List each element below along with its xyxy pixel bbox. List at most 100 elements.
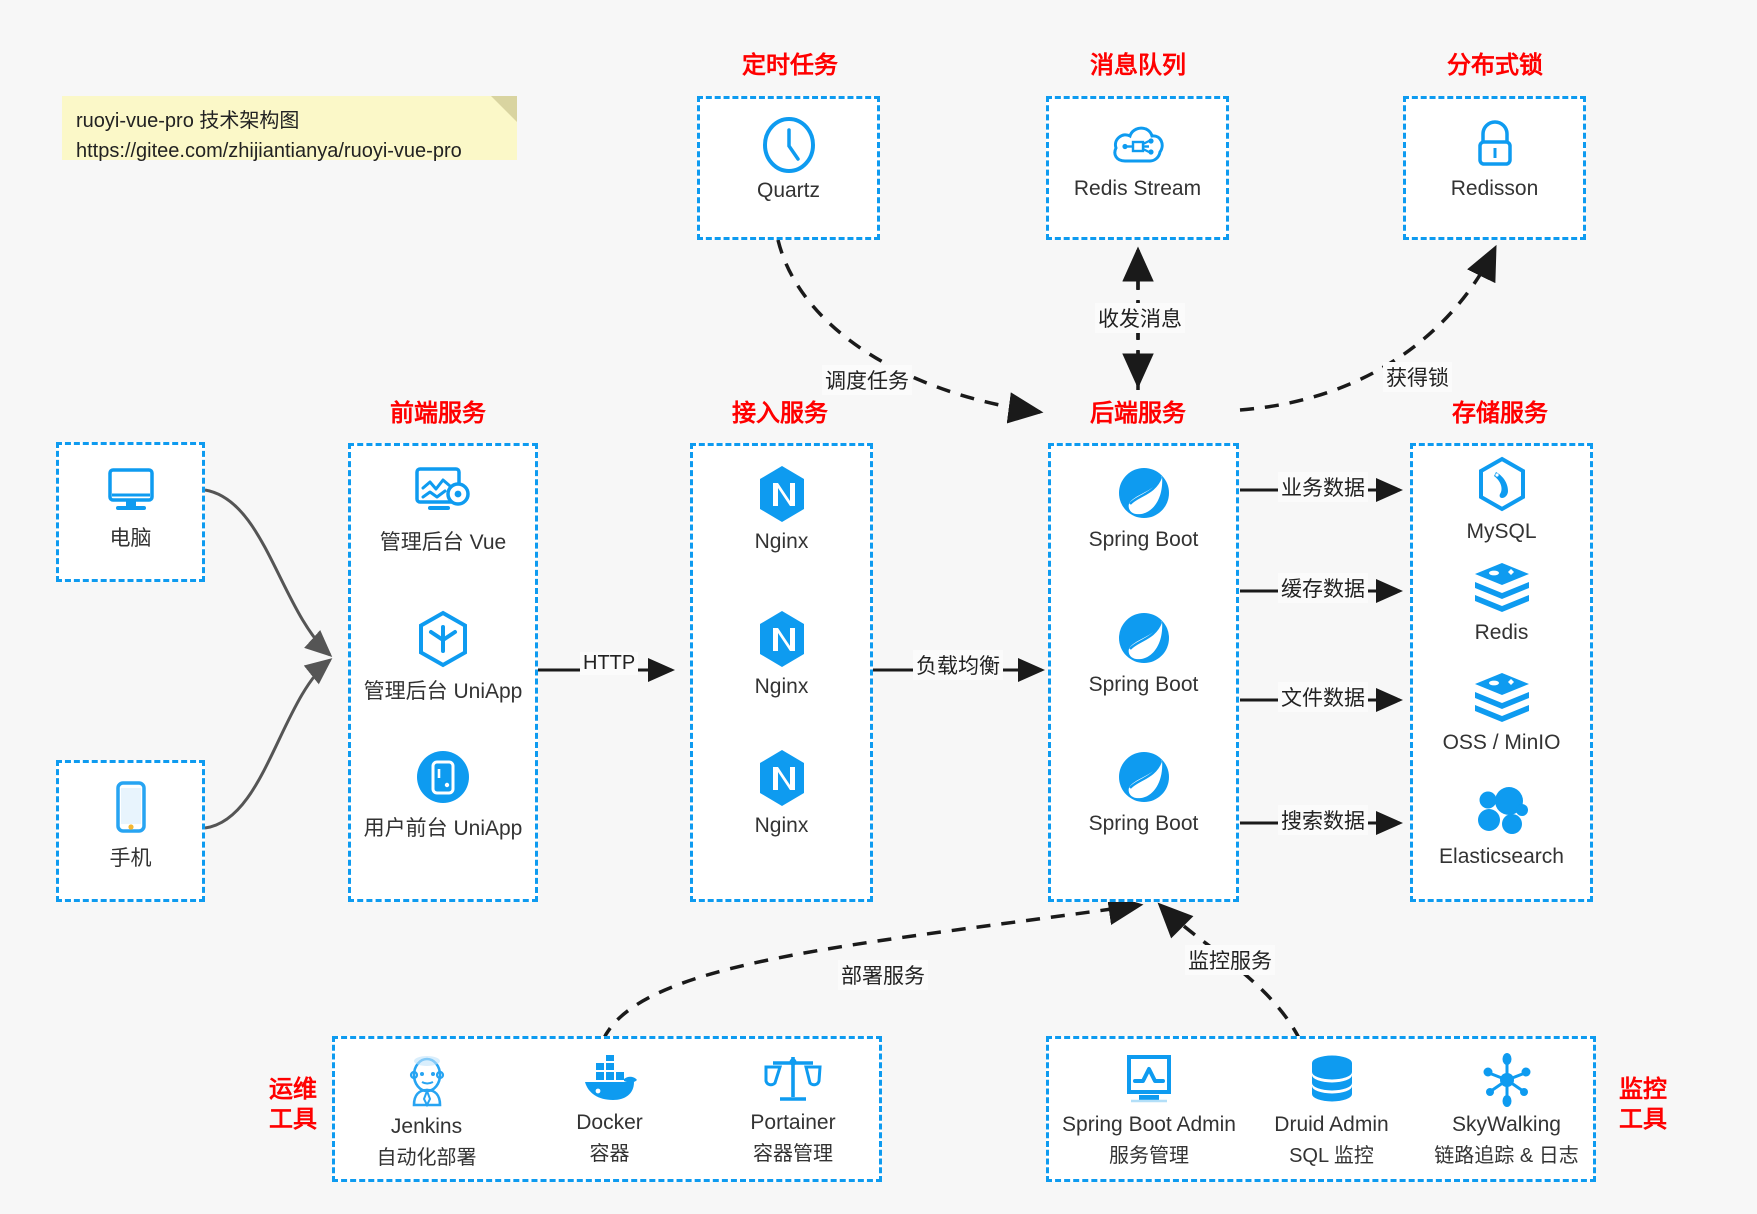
monitor-chart-icon bbox=[1127, 1055, 1171, 1103]
node-label-admin-vue: 管理后台 Vue bbox=[379, 531, 507, 554]
group-box-client-mobile: 手机 bbox=[56, 760, 205, 902]
spring-leaf-icon bbox=[1118, 752, 1169, 802]
node-nginx-1[interactable]: Nginx bbox=[693, 464, 870, 554]
node-skywalking[interactable]: SkyWalking 链路追踪 & 日志 bbox=[1414, 1053, 1599, 1169]
node-sublabel-spring-boot-admin: 服务管理 bbox=[1109, 1145, 1189, 1167]
node-label-pc: 电脑 bbox=[109, 527, 152, 550]
node-label-admin-uniapp: 管理后台 UniApp bbox=[363, 680, 523, 703]
node-label-redis-stream: Redis Stream bbox=[1073, 177, 1202, 200]
lock-icon bbox=[1477, 120, 1512, 166]
node-oss-minio[interactable]: OSS / MinIO bbox=[1413, 671, 1590, 755]
node-mysql[interactable]: MySQL bbox=[1413, 456, 1590, 544]
elasticsearch-icon bbox=[1477, 787, 1528, 834]
group-box-devops: Jenkins 自动化部署 Docker 容器 bbox=[332, 1036, 882, 1182]
node-label-redis: Redis bbox=[1474, 621, 1529, 644]
note-url: https://gitee.com/zhijiantianya/ruoyi-vu… bbox=[76, 140, 462, 162]
redis-stack-icon bbox=[1474, 563, 1529, 612]
node-nginx-2[interactable]: Nginx bbox=[693, 609, 870, 699]
node-druid-admin[interactable]: Druid Admin SQL 监控 bbox=[1249, 1053, 1414, 1169]
nginx-icon bbox=[759, 466, 804, 522]
node-label-spring-boot-1: Spring Boot bbox=[1088, 528, 1199, 551]
hexagon-cube-icon bbox=[419, 610, 467, 668]
group-title-devops: 运维 工具 bbox=[258, 1075, 328, 1135]
group-box-storage: MySQL Redis OSS / MinIO bbox=[1410, 443, 1593, 902]
node-admin-vue[interactable]: 管理后台 Vue bbox=[351, 464, 535, 556]
node-label-spring-boot-admin: Spring Boot Admin bbox=[1062, 1113, 1236, 1136]
node-label-mysql: MySQL bbox=[1466, 520, 1537, 543]
node-label-oss-minio: OSS / MinIO bbox=[1442, 731, 1561, 754]
node-sublabel-jenkins: 自动化部署 bbox=[376, 1147, 477, 1169]
spring-leaf-icon bbox=[1118, 468, 1169, 518]
node-spring-boot-2[interactable]: Spring Boot bbox=[1051, 609, 1236, 697]
group-title-storage: 存储服务 bbox=[1452, 400, 1548, 427]
node-label-nginx-3: Nginx bbox=[754, 814, 809, 837]
node-redis-stream[interactable]: Redis Stream bbox=[1049, 117, 1226, 201]
group-title-distributed-lock: 分布式锁 bbox=[1447, 52, 1543, 79]
edge-label-file-data: 文件数据 bbox=[1278, 682, 1368, 712]
node-sublabel-druid-admin: SQL 监控 bbox=[1289, 1145, 1374, 1167]
group-title-devops-line1: 运维 bbox=[269, 1076, 317, 1103]
group-title-scheduled-task: 定时任务 bbox=[742, 52, 838, 79]
node-admin-uniapp[interactable]: 管理后台 UniApp bbox=[351, 609, 535, 705]
smartphone-icon bbox=[115, 781, 146, 833]
diagram-note: ruoyi-vue-pro 技术架构图 https://gitee.com/zh… bbox=[62, 96, 517, 162]
group-box-scheduled-task: Quartz bbox=[697, 96, 880, 240]
group-title-monitoring-line2: 工具 bbox=[1619, 1106, 1667, 1133]
node-spring-boot-admin[interactable]: Spring Boot Admin 服务管理 bbox=[1049, 1053, 1249, 1169]
group-title-gateway: 接入服务 bbox=[732, 400, 828, 427]
node-sublabel-portainer: 容器管理 bbox=[753, 1143, 833, 1165]
nginx-icon bbox=[759, 611, 804, 667]
dashboard-gear-icon bbox=[415, 467, 470, 510]
node-label-nginx-1: Nginx bbox=[754, 530, 809, 553]
group-box-distributed-lock: Redisson bbox=[1403, 96, 1586, 240]
redis-stack-icon bbox=[1474, 673, 1529, 722]
edge-label-schedule-task: 调度任务 bbox=[822, 365, 912, 395]
group-title-devops-line2: 工具 bbox=[269, 1106, 317, 1133]
clock-icon bbox=[762, 117, 815, 173]
node-sublabel-docker: 容器 bbox=[589, 1143, 630, 1165]
edge-label-deploy-service: 部署服务 bbox=[838, 960, 928, 990]
network-nodes-icon bbox=[1483, 1053, 1530, 1107]
edge-label-search-data: 搜索数据 bbox=[1278, 805, 1368, 835]
node-label-nginx-2: Nginx bbox=[754, 675, 809, 698]
jenkins-butler-icon bbox=[409, 1056, 444, 1108]
group-box-message-queue: Redis Stream bbox=[1046, 96, 1229, 240]
node-label-jenkins: Jenkins bbox=[390, 1115, 463, 1138]
node-pc[interactable]: 电脑 bbox=[59, 462, 202, 552]
edge-label-monitor-service: 监控服务 bbox=[1185, 945, 1275, 975]
node-spring-boot-3[interactable]: Spring Boot bbox=[1051, 748, 1236, 836]
group-box-monitoring: Spring Boot Admin 服务管理 Druid Admin SQL 监… bbox=[1046, 1036, 1596, 1182]
database-cylinder-icon bbox=[1311, 1055, 1352, 1102]
node-redis[interactable]: Redis bbox=[1413, 561, 1590, 645]
node-quartz[interactable]: Quartz bbox=[700, 117, 877, 203]
edge-label-send-receive-message: 收发消息 bbox=[1095, 303, 1185, 333]
group-title-monitoring: 监控 工具 bbox=[1608, 1075, 1678, 1135]
group-title-monitoring-line1: 监控 bbox=[1619, 1076, 1667, 1103]
node-label-spring-boot-2: Spring Boot bbox=[1088, 673, 1199, 696]
scales-icon bbox=[764, 1057, 822, 1101]
edge-label-acquire-lock: 获得锁 bbox=[1383, 362, 1452, 392]
node-redisson[interactable]: Redisson bbox=[1406, 117, 1583, 201]
group-title-message-queue: 消息队列 bbox=[1090, 52, 1186, 79]
node-label-mobile: 手机 bbox=[109, 847, 152, 870]
mysql-dolphin-icon bbox=[1478, 456, 1525, 512]
group-box-backend: Spring Boot Spring Boot Spring Boot bbox=[1048, 443, 1239, 902]
node-elasticsearch[interactable]: Elasticsearch bbox=[1413, 783, 1590, 869]
node-jenkins[interactable]: Jenkins 自动化部署 bbox=[335, 1053, 518, 1171]
node-label-docker: Docker bbox=[576, 1111, 643, 1134]
node-nginx-3[interactable]: Nginx bbox=[693, 748, 870, 838]
node-spring-boot-1[interactable]: Spring Boot bbox=[1051, 464, 1236, 552]
group-box-frontend: 管理后台 Vue 管理后台 UniApp 用户前台 UniApp bbox=[348, 443, 538, 902]
note-title: ruoyi-vue-pro 技术架构图 bbox=[76, 110, 300, 132]
spring-leaf-icon bbox=[1118, 613, 1169, 663]
node-portainer[interactable]: Portainer 容器管理 bbox=[701, 1053, 885, 1167]
node-sublabel-skywalking: 链路追踪 & 日志 bbox=[1434, 1145, 1579, 1167]
desktop-monitor-icon bbox=[107, 468, 154, 510]
mobile-circle-icon bbox=[417, 751, 469, 803]
note-fold-corner bbox=[491, 96, 517, 122]
edge-label-load-balance: 负载均衡 bbox=[913, 650, 1003, 680]
node-user-uniapp[interactable]: 用户前台 UniApp bbox=[351, 748, 535, 842]
node-mobile[interactable]: 手机 bbox=[59, 780, 202, 872]
node-docker[interactable]: Docker 容器 bbox=[518, 1053, 701, 1167]
node-label-skywalking: SkyWalking bbox=[1452, 1113, 1561, 1136]
